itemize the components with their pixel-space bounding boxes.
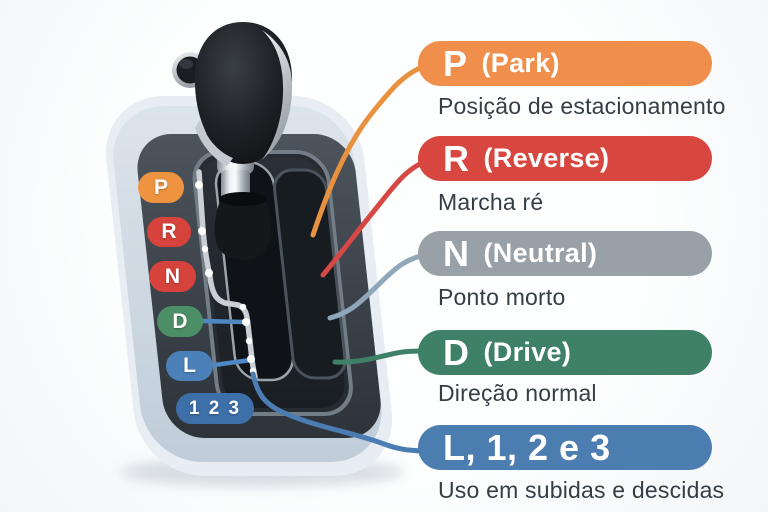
gear-badge-n: N [149,261,196,292]
legend-name-neutral: (Neutral) [483,238,598,268]
legend-name-drive: (Drive) [483,337,572,367]
stub-low [211,357,254,368]
legend-pill-reverse: R (Reverse) [418,136,712,181]
gear-badge-123: 1 2 3 [176,393,254,424]
knob-chrome-trim [262,30,293,160]
legend-letter-park: P [443,42,468,84]
legend-desc-drive: Direção normal [438,380,597,406]
legend-desc-reverse: Marcha ré [438,189,544,215]
legend-pill-neutral: N (Neutral) [418,231,712,276]
knob-chrome-base [195,120,233,166]
gear-badge-l: L [166,351,213,381]
legend-desc-low: Uso em subidas e descidas [438,477,725,503]
legend-desc-park: Posição de estacionamento [438,93,726,119]
stub-drive [200,318,248,325]
legend-letter-neutral: N [443,232,470,274]
legend-letter-drive: D [443,331,470,373]
legend-pill-park: P (Park) [418,41,712,86]
lever-boot [214,198,271,260]
legend-pill-low: L, 1, 2 e 3 [418,425,712,470]
legend-name-park: (Park) [481,48,560,78]
gear-badge-p: P [138,172,184,203]
thumb-button-highlight [179,59,193,69]
legend-desc-neutral: Ponto morto [438,284,566,310]
gear-badge-r: R [147,217,191,247]
boot-collar [219,192,267,206]
gear-knob [194,22,293,164]
gear-badge-d: D [157,306,203,337]
legend-letter-reverse: R [443,137,470,179]
legend-letter-low: L, 1, 2 e 3 [443,426,611,468]
gear-lever [172,22,293,260]
legend-name-reverse: (Reverse) [483,143,610,173]
gate-position-dots [195,181,257,375]
legend-pill-drive: D (Drive) [418,330,712,375]
